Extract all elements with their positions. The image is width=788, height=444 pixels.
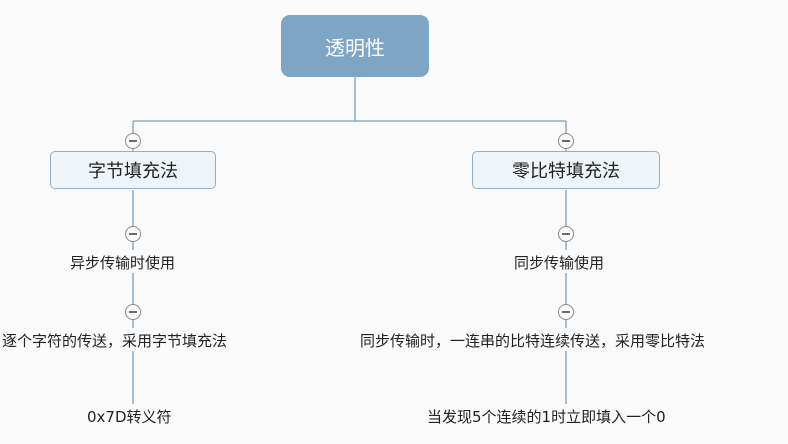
branch-node-byte-stuffing[interactable]: 字节填充法 [50, 151, 216, 189]
collapse-right-branch-icon[interactable] [558, 133, 574, 149]
root-node[interactable]: 透明性 [281, 15, 429, 77]
right-child-1[interactable]: 同步传输使用 [512, 252, 607, 273]
collapse-right-child-2-icon[interactable] [558, 304, 574, 320]
left-child-1[interactable]: 异步传输时使用 [68, 252, 178, 273]
right-child-2[interactable]: 同步传输时，一连串的比特连续传送，采用零比特法 [358, 330, 708, 351]
collapse-left-child-1-icon[interactable] [125, 226, 141, 242]
right-child-3[interactable]: 当发现5个连续的1时立即填入一个0 [425, 406, 668, 427]
left-child-3[interactable]: 0x7D转义符 [85, 406, 174, 427]
collapse-right-child-1-icon[interactable] [558, 226, 574, 242]
left-child-2[interactable]: 逐个字符的传送，采用字节填充法 [0, 330, 230, 351]
collapse-left-branch-icon[interactable] [125, 133, 141, 149]
collapse-left-child-2-icon[interactable] [125, 304, 141, 320]
branch-node-zero-bit-stuffing[interactable]: 零比特填充法 [472, 151, 660, 189]
